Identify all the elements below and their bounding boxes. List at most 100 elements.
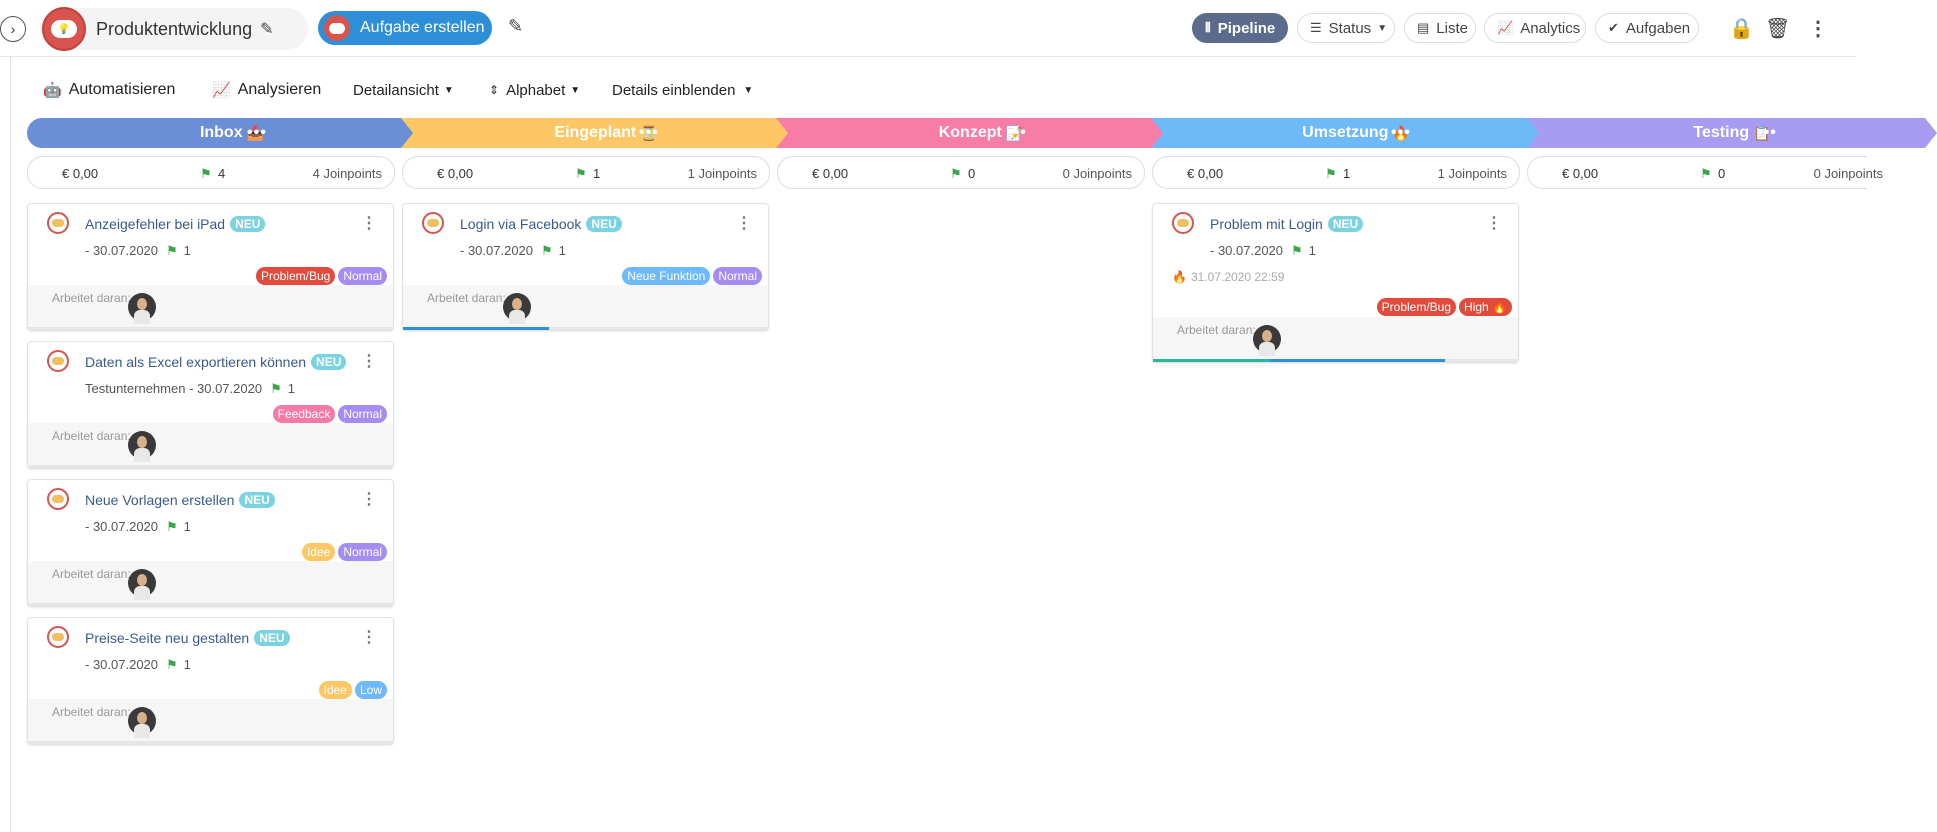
flag-icon: ⚑ (575, 166, 587, 181)
stage-menu-icon[interactable]: ••• (1007, 124, 1027, 141)
flag-icon: ⚑ (1700, 166, 1712, 181)
show-details-dropdown[interactable]: Details einblenden▼ (612, 81, 754, 99)
card-menu-icon[interactable]: ⋮ (361, 491, 377, 508)
project-logo (47, 488, 69, 510)
view-status-button[interactable]: ☰Status▼ (1297, 13, 1395, 43)
caret-down-icon: ▼ (743, 84, 754, 96)
detail-view-dropdown[interactable]: Detailansicht▼ (353, 81, 454, 99)
assignee-avatar[interactable] (128, 293, 156, 324)
expand-sidebar-button[interactable]: › (0, 16, 26, 42)
assignee-row: Arbeitet daran: (28, 561, 393, 605)
card-menu-icon[interactable]: ⋮ (361, 353, 377, 370)
task-meta: Testunternehmen - 30.07.2020⚑1 (85, 381, 295, 396)
task-title[interactable]: Preise-Seite neu gestalten (85, 630, 250, 646)
left-sidebar-strip (0, 57, 11, 832)
assignee-avatar[interactable] (128, 569, 156, 600)
new-badge: NEU (1327, 216, 1364, 232)
task-title[interactable]: Problem mit Login (1210, 216, 1323, 232)
flag-icon: ⚑ (166, 243, 178, 258)
tag-category: Feedback (272, 405, 336, 423)
tag-priority: Normal (338, 543, 387, 561)
trash-icon[interactable]: 🗑 (1765, 18, 1791, 40)
task-title[interactable]: Login via Facebook (460, 216, 582, 232)
task-title[interactable]: Anzeigefehler bei iPad (85, 216, 226, 232)
project-header[interactable]: 💡 Produktentwicklung ✎ (40, 7, 308, 51)
task-tags: Idee Low (318, 681, 387, 699)
project-title: Produktentwicklung (96, 18, 253, 39)
assignee-avatar[interactable] (1253, 325, 1281, 356)
fire-icon: 🔥 (1392, 124, 1410, 141)
stage-menu-icon[interactable]: ••• (1391, 124, 1411, 141)
stage-menu-icon[interactable]: ••• (1757, 124, 1777, 141)
card-menu-icon[interactable]: ⋮ (1486, 215, 1502, 232)
sort-dropdown[interactable]: ⇕Alphabet▼ (489, 81, 581, 99)
tag-priority: Normal (338, 405, 387, 423)
more-vertical-icon[interactable]: ⋮ (1808, 18, 1828, 40)
tag-priority: Normal (338, 267, 387, 285)
progress-bar (28, 327, 393, 330)
view-list-button[interactable]: ▤Liste (1404, 13, 1476, 43)
flag-icon: ⚑ (166, 657, 178, 672)
stage-eingeplant[interactable]: Eingeplant⏳ ••• (401, 118, 811, 148)
progress-bar (28, 741, 393, 744)
task-title[interactable]: Neue Vorlagen erstellen (85, 492, 235, 508)
assignee-row: Arbeitet daran: (28, 423, 393, 467)
view-analytics-button[interactable]: 📈Analytics (1484, 13, 1586, 43)
tag-category: Idee (301, 543, 336, 561)
assignee-row: Arbeitet daran: (28, 699, 393, 743)
create-task-button[interactable]: Aufgabe erstellen (318, 11, 492, 45)
edit-icon[interactable]: ✎ (260, 21, 274, 38)
project-logo (422, 212, 444, 234)
tag-category: Problem/Bug (255, 267, 336, 285)
lightbulb-icon: 💡 (51, 20, 77, 38)
new-badge: NEU (254, 630, 290, 646)
tag-priority: Normal (713, 267, 762, 285)
assignee-avatar[interactable] (503, 293, 531, 324)
stage-summary: € 0,00 ⚑0 0 Joinpoints (1527, 156, 1883, 189)
hourglass-icon: ⏳ (640, 124, 658, 141)
new-badge: NEU (239, 492, 275, 508)
assignee-avatar[interactable] (128, 431, 156, 462)
edit-icon[interactable]: ✎ (508, 16, 524, 36)
project-logo (1172, 212, 1194, 234)
view-tasks-button[interactable]: ✔Aufgaben (1595, 13, 1699, 43)
tag-category: Idee (318, 681, 352, 699)
project-logo (47, 212, 69, 234)
analyze-button[interactable]: 📈Analysieren (212, 81, 322, 99)
stage-konzept[interactable]: Konzept📝 ••• (776, 118, 1186, 148)
card-menu-icon[interactable]: ⋮ (361, 629, 377, 646)
stage-summary: € 0,00 ⚑1 1 Joinpoints (1152, 156, 1520, 189)
card-menu-icon[interactable]: ⋮ (361, 215, 377, 232)
stage-inbox[interactable]: Inbox📥 ••• (27, 118, 437, 148)
stage-menu-icon[interactable]: ••• (639, 124, 659, 141)
stage-umsetzung[interactable]: Umsetzung🔥 ••• (1151, 118, 1561, 148)
new-badge: NEU (230, 216, 266, 232)
progress-bar (1153, 359, 1518, 362)
memo-icon: 📝 (1005, 124, 1024, 141)
lock-icon[interactable]: 🔒 (1729, 18, 1754, 40)
stage-menu-icon[interactable]: ••• (247, 124, 267, 141)
chevron-right-icon: › (10, 21, 16, 37)
stage-testing[interactable]: Testing📋 ••• (1527, 118, 1937, 148)
flag-icon: ⚑ (950, 166, 962, 181)
list-icon: ▤ (1417, 20, 1430, 35)
stage-summary: € 0,00 ⚑1 1 Joinpoints (402, 156, 770, 189)
task-title[interactable]: Daten als Excel exportieren können (85, 354, 307, 370)
create-task-label: Aufgabe erstellen (360, 19, 485, 36)
chart-line-icon: 📈 (1497, 20, 1514, 35)
view-pipeline-button[interactable]: ⦀Pipeline (1192, 13, 1288, 43)
task-meta: - 30.07.2020⚑1 (85, 243, 191, 258)
progress-fill (403, 327, 549, 330)
assignee-avatar[interactable] (128, 707, 156, 738)
automate-button[interactable]: 🤖Automatisieren (43, 81, 176, 99)
task-tags: Problem/Bug High 🔥 (1376, 298, 1512, 316)
card-menu-icon[interactable]: ⋮ (736, 215, 752, 232)
tag-category: Problem/Bug (1376, 298, 1457, 316)
assignee-row: Arbeitet daran: (1153, 317, 1518, 361)
